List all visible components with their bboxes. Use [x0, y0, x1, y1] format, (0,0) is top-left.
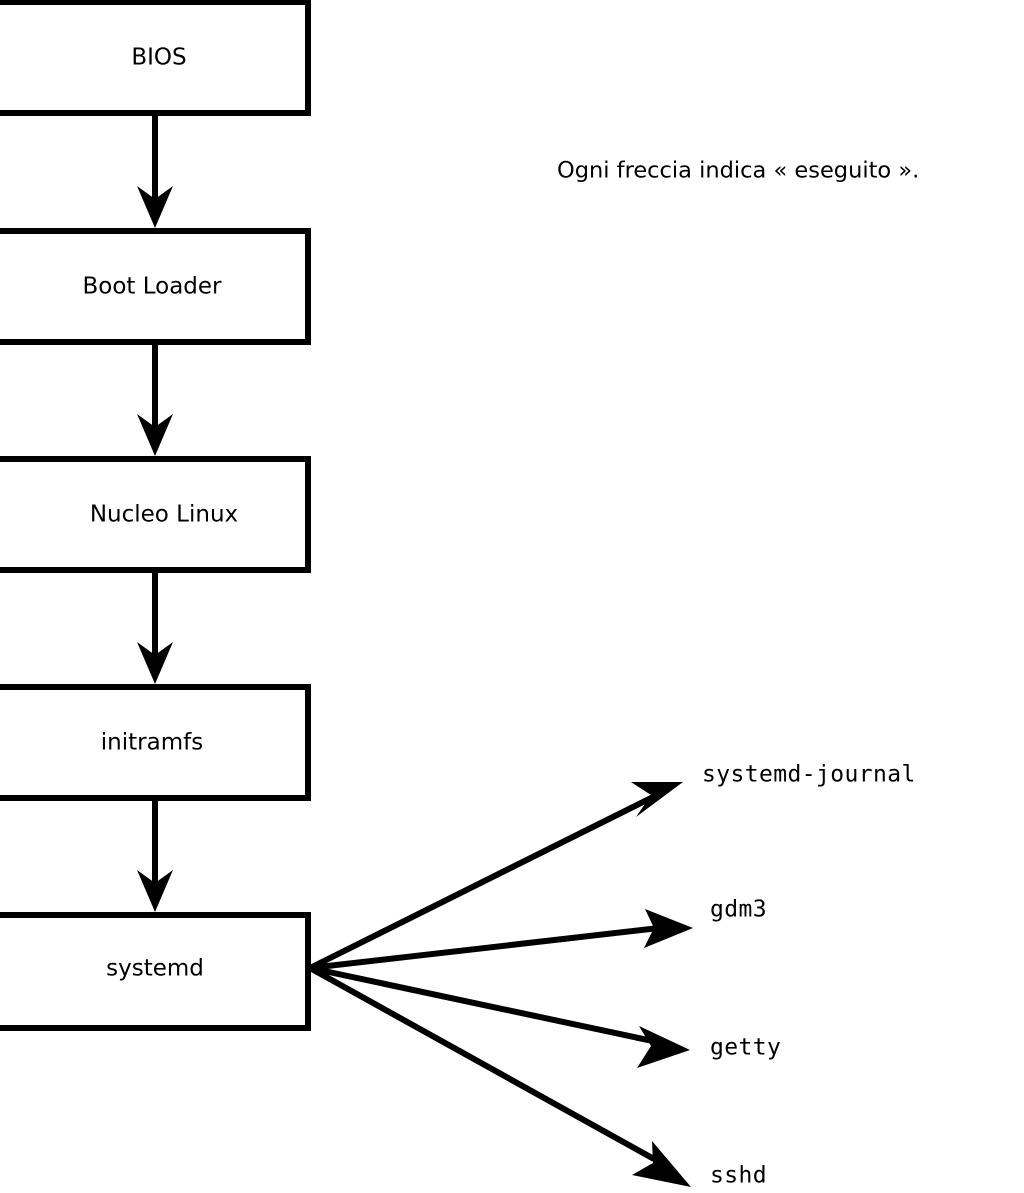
diagram-caption: Ogni freccia indica « eseguito ».	[557, 158, 919, 184]
systemd-box-label: systemd	[106, 956, 204, 982]
arrow-systemd-to-sshd	[308, 965, 691, 1187]
bootloader-box-rect	[0, 228, 311, 345]
service-label-systemd-journal: systemd-journal	[702, 762, 916, 788]
systemd-box-rect	[0, 912, 311, 1031]
service-label-sshd: sshd	[710, 1163, 767, 1189]
arrowhead-down-icon	[137, 186, 173, 228]
bootloader-box-label: Boot Loader	[82, 274, 222, 300]
arrow-systemd-to-getty	[309, 965, 690, 1068]
kernel-box-rect	[0, 456, 311, 573]
bios-box-rect	[0, 0, 311, 116]
stage-box-bootloader[interactable]: Boot Loader	[0, 228, 311, 345]
arrowhead-right-icon	[631, 782, 683, 817]
initramfs-box-label: initramfs	[101, 730, 203, 756]
stage-box-initramfs[interactable]: initramfs	[0, 684, 311, 801]
arrow-systemd-to-systemd-journal	[308, 782, 683, 971]
arrow-initramfs-to-systemd	[137, 798, 173, 912]
service-label-gdm3: gdm3	[710, 897, 767, 923]
arrow-bootloader-to-kernel	[137, 342, 173, 456]
kernel-box-label: Nucleo Linux	[90, 502, 238, 528]
arrowhead-right-icon	[632, 1141, 691, 1187]
arrow-systemd-to-gdm3	[309, 909, 693, 971]
arrow-bios-to-bootloader	[137, 113, 173, 228]
stage-box-systemd[interactable]: systemd	[0, 912, 311, 1031]
arrowhead-down-icon	[137, 870, 173, 912]
arrowhead-right-icon	[637, 1026, 690, 1068]
service-label-getty: getty	[710, 1035, 781, 1061]
initramfs-box-rect	[0, 684, 311, 801]
bios-box-label: BIOS	[131, 45, 186, 71]
stage-box-bios[interactable]: BIOS	[0, 0, 311, 116]
arrowhead-down-icon	[137, 414, 173, 456]
arrowhead-right-icon	[644, 909, 693, 948]
stage-box-kernel[interactable]: Nucleo Linux	[0, 456, 311, 573]
arrow-kernel-to-initramfs	[137, 570, 173, 684]
arrowhead-down-icon	[137, 642, 173, 684]
